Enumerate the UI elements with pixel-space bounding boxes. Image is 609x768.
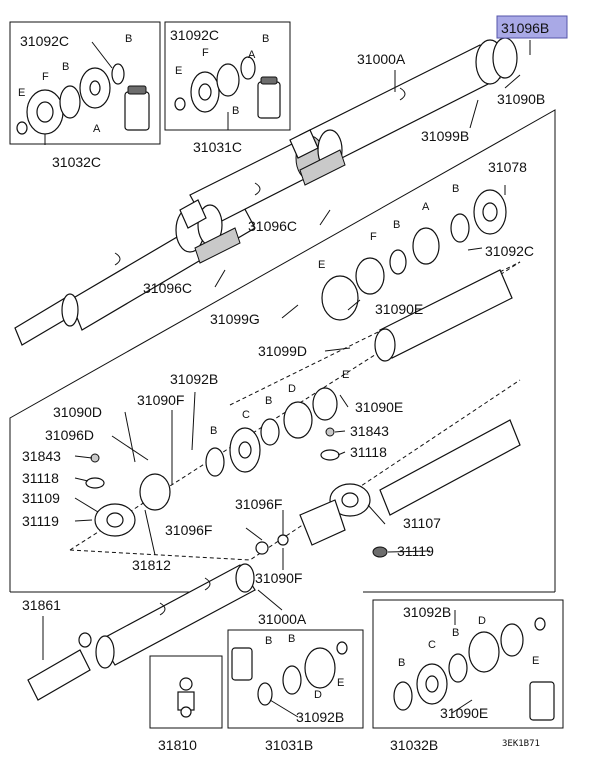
label-31000a-top[interactable]: 31000A	[357, 51, 406, 67]
label-31031b[interactable]: 31031B	[265, 737, 313, 753]
box-31810	[149, 655, 223, 729]
label-31118-l[interactable]: 31118	[22, 470, 59, 486]
label-31843-l[interactable]: 31843	[22, 448, 61, 464]
letter-b: B	[288, 633, 295, 645]
label-31090e-a[interactable]: 31090E	[375, 301, 423, 317]
letter-b: B	[262, 33, 269, 45]
letter-d: D	[478, 615, 486, 627]
label-31099b[interactable]: 31099B	[421, 128, 469, 144]
letter-b: B	[398, 657, 405, 669]
label-31078[interactable]: 31078	[488, 159, 527, 175]
letter-b: B	[452, 183, 459, 195]
letter-f: F	[202, 47, 209, 59]
highlight-31096b	[496, 15, 568, 39]
letter-e: E	[175, 65, 182, 77]
label-31092b-m[interactable]: 31092B	[170, 371, 218, 387]
label-31096f-a[interactable]: 31096F	[235, 496, 282, 512]
letter-b: B	[452, 627, 459, 639]
driveshaft-top	[14, 37, 518, 346]
footer-code: 3EK1B71	[502, 739, 540, 749]
letter-b: B	[393, 219, 400, 231]
label-31092c-tm[interactable]: 31092C	[170, 27, 219, 43]
letter-e: E	[337, 677, 344, 689]
letter-e: E	[18, 87, 25, 99]
label-31107[interactable]: 31107	[403, 515, 441, 531]
assembly-31032c	[16, 63, 150, 135]
label-31032c[interactable]: 31032C	[52, 154, 101, 170]
letter-b: B	[265, 395, 272, 407]
label-31090f-m[interactable]: 31090F	[137, 392, 184, 408]
letter-e: E	[318, 259, 325, 271]
label-31861[interactable]: 31861	[22, 597, 61, 613]
letter-f: F	[370, 231, 377, 243]
letter-c: C	[242, 409, 250, 421]
letter-c: C	[428, 639, 436, 651]
label-31096c-b[interactable]: 31096C	[143, 280, 192, 296]
label-31843-r[interactable]: 31843	[350, 423, 389, 439]
box-31031b	[227, 629, 364, 729]
letter-labels: B B F E A B F E B A B A B F E E D B C B …	[18, 33, 539, 701]
main-frame	[9, 109, 556, 592]
label-31096b[interactable]: 31096B	[501, 20, 549, 36]
assembly-mid-right	[321, 189, 513, 362]
label-31096c-a[interactable]: 31096C	[248, 218, 297, 234]
letter-d: D	[314, 689, 322, 701]
letter-b: B	[62, 61, 69, 73]
assembly-center	[85, 387, 521, 558]
driveshaft-bottom	[27, 534, 289, 701]
label-31032b[interactable]: 31032B	[390, 737, 438, 753]
letter-a: A	[422, 201, 430, 213]
letter-b: B	[232, 105, 239, 117]
label-31000a-bot[interactable]: 31000A	[258, 611, 307, 627]
label-31118-r[interactable]: 31118	[350, 444, 387, 460]
label-31119-l[interactable]: 31119	[22, 513, 59, 529]
box-31032c	[9, 21, 161, 145]
leader-lines	[42, 40, 531, 718]
label-31090e-c[interactable]: 31090E	[440, 705, 488, 721]
label-31099g[interactable]: 31099G	[210, 311, 260, 327]
assembly-31032b	[393, 617, 555, 721]
label-31090d[interactable]: 31090D	[53, 404, 102, 420]
label-31031c[interactable]: 31031C	[193, 139, 242, 155]
part-labels: 31096B 31000A 31090B 31099B 31092C 31092…	[20, 20, 549, 753]
letter-e: E	[342, 369, 349, 381]
letter-b: B	[125, 33, 132, 45]
letter-e: E	[532, 655, 539, 667]
assembly-31031b	[231, 641, 348, 706]
letter-d: D	[288, 383, 296, 395]
box-31032b	[372, 599, 564, 729]
label-31092c-tl[interactable]: 31092C	[20, 33, 69, 49]
label-31092c-r[interactable]: 31092C	[485, 243, 534, 259]
assembly-31810	[177, 677, 195, 718]
letter-f: F	[42, 71, 49, 83]
letter-b: B	[210, 425, 217, 437]
letter-b: B	[265, 635, 272, 647]
label-31090b[interactable]: 31090B	[497, 91, 545, 107]
label-31092b-bm[interactable]: 31092B	[296, 709, 344, 725]
letter-a: A	[93, 123, 101, 135]
label-31090f-b[interactable]: 31090F	[255, 570, 302, 586]
label-31099d[interactable]: 31099D	[258, 343, 307, 359]
assembly-31031c	[174, 56, 281, 119]
label-31812[interactable]: 31812	[132, 557, 171, 573]
label-31119-r[interactable]: 31119	[397, 543, 434, 559]
letter-a: A	[248, 49, 256, 61]
label-31090e-b[interactable]: 31090E	[355, 399, 403, 415]
label-31092b-br[interactable]: 31092B	[403, 604, 451, 620]
label-31810[interactable]: 31810	[158, 737, 197, 753]
label-31109[interactable]: 31109	[22, 490, 60, 506]
label-31096f-b[interactable]: 31096F	[165, 522, 212, 538]
label-31096d[interactable]: 31096D	[45, 427, 94, 443]
